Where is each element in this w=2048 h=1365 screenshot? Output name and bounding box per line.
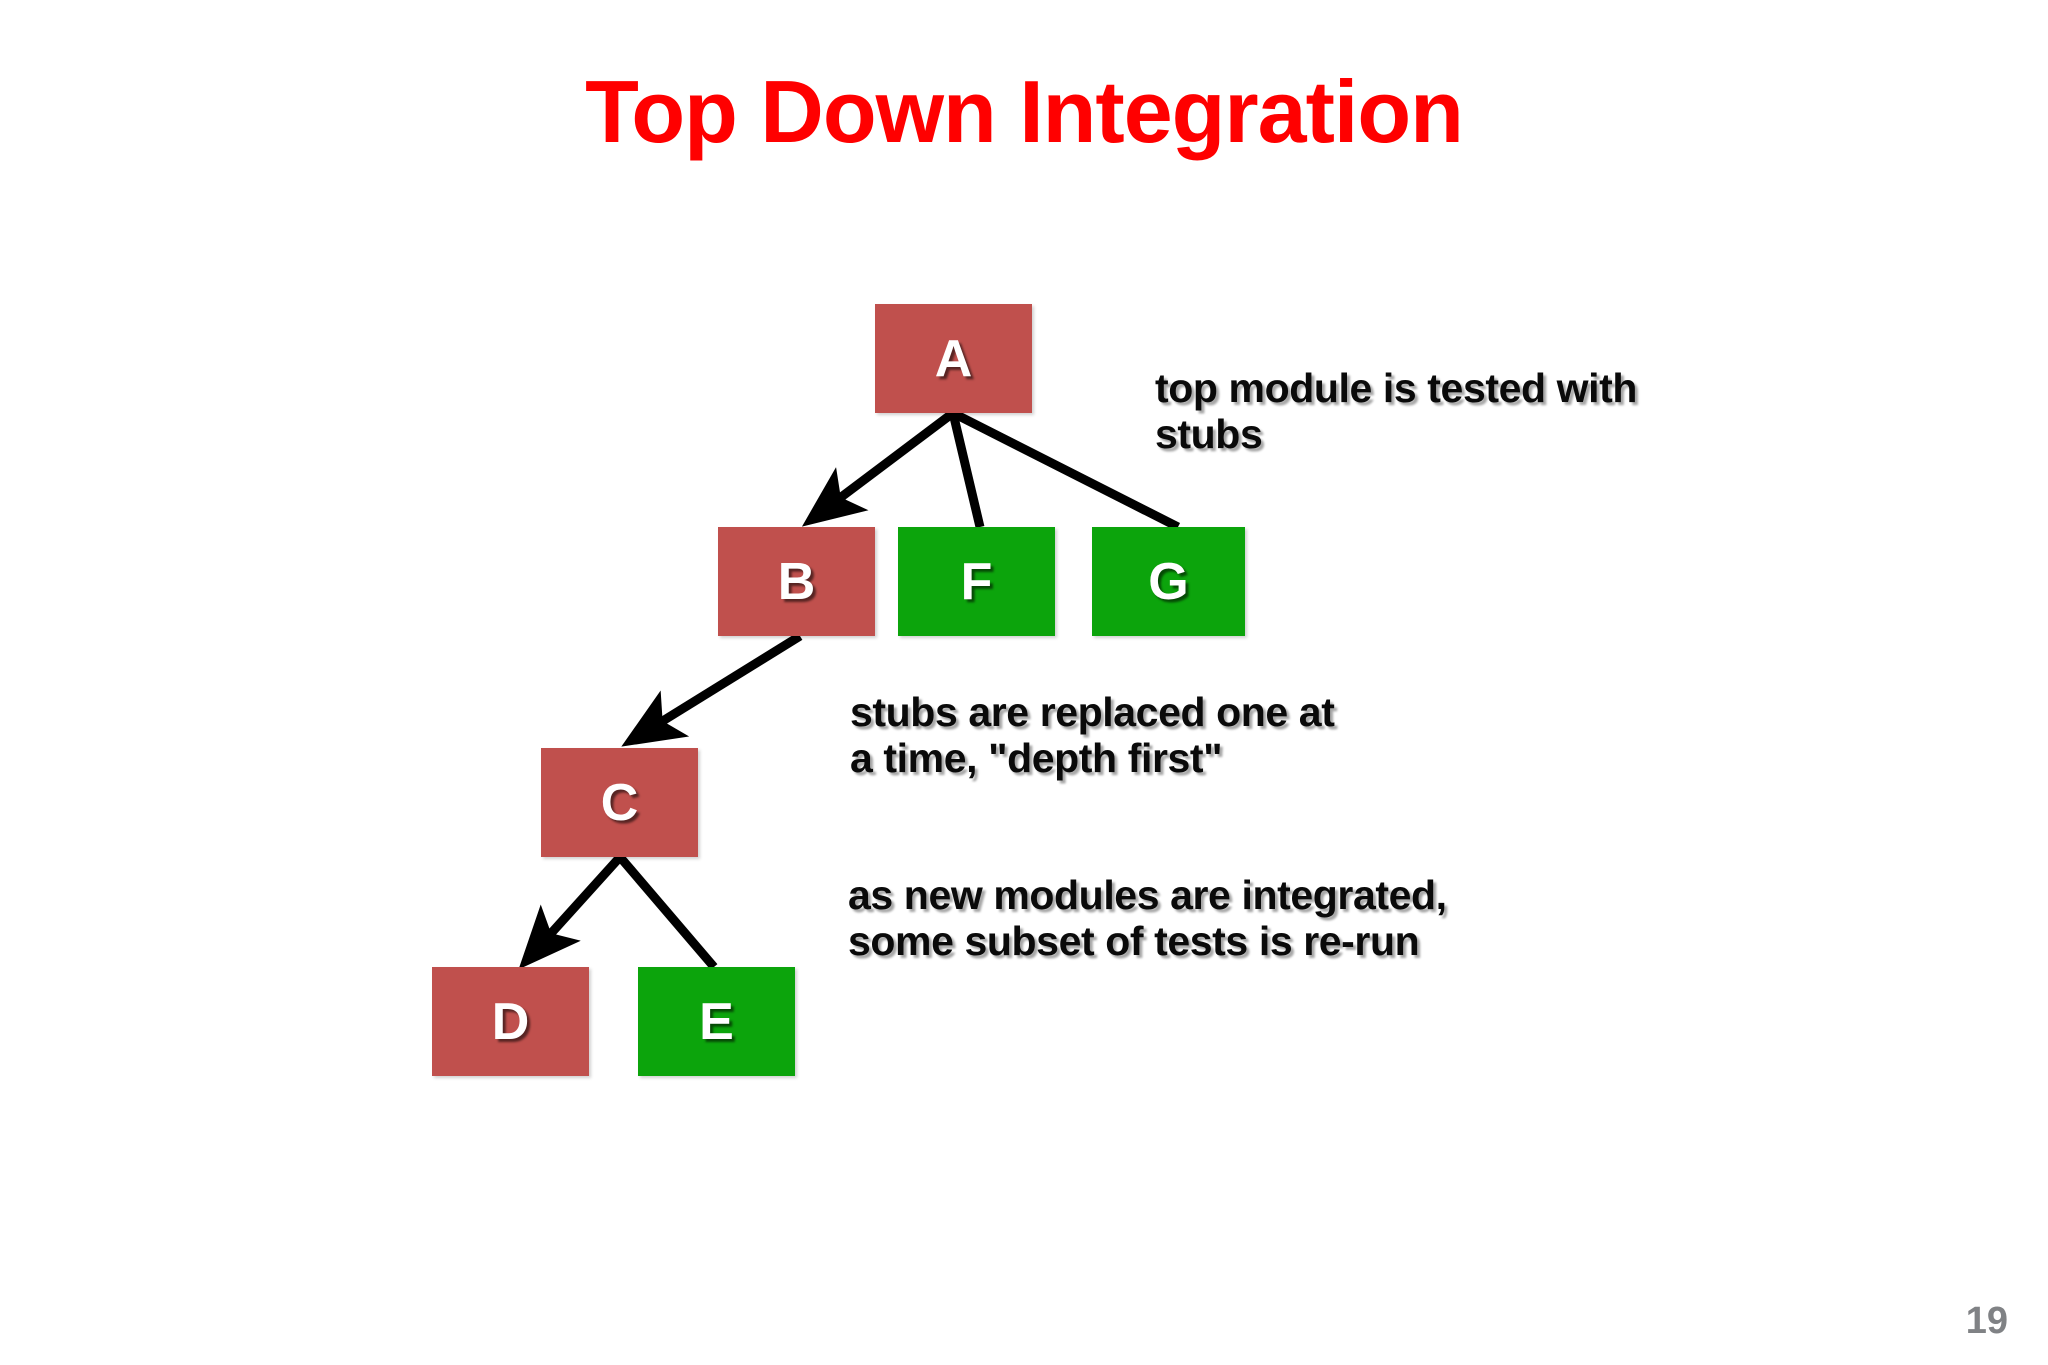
- node-b-label: B: [777, 552, 816, 611]
- node-e-label: E: [699, 992, 734, 1051]
- node-c[interactable]: C: [541, 748, 698, 857]
- node-a-label: A: [934, 329, 973, 388]
- node-f-label: F: [960, 552, 993, 611]
- note-regression: as new modules are integrated, some subs…: [848, 872, 1447, 964]
- node-e[interactable]: E: [638, 967, 795, 1076]
- edge-b-to-c: [621, 632, 803, 747]
- node-g[interactable]: G: [1092, 527, 1245, 636]
- edge-a-to-b: [801, 409, 956, 527]
- note-stubs-replaced: stubs are replaced one at a time, "depth…: [850, 689, 1335, 781]
- edge-c-to-e: [616, 854, 718, 970]
- edge-c-to-d: [518, 853, 624, 970]
- page-title: Top Down Integration: [585, 62, 1464, 161]
- node-d-label: D: [491, 992, 530, 1051]
- node-d[interactable]: D: [432, 967, 589, 1076]
- node-g-label: G: [1148, 552, 1189, 611]
- node-c-label: C: [600, 773, 639, 832]
- edge-a-to-f: [948, 411, 985, 529]
- node-a[interactable]: A: [875, 304, 1032, 413]
- page-number: 19: [1965, 1300, 2008, 1342]
- edge-a-to-g: [950, 408, 1181, 532]
- node-f[interactable]: F: [898, 527, 1055, 636]
- note-top-module: top module is tested with stubs: [1155, 365, 1638, 457]
- node-b[interactable]: B: [718, 527, 875, 636]
